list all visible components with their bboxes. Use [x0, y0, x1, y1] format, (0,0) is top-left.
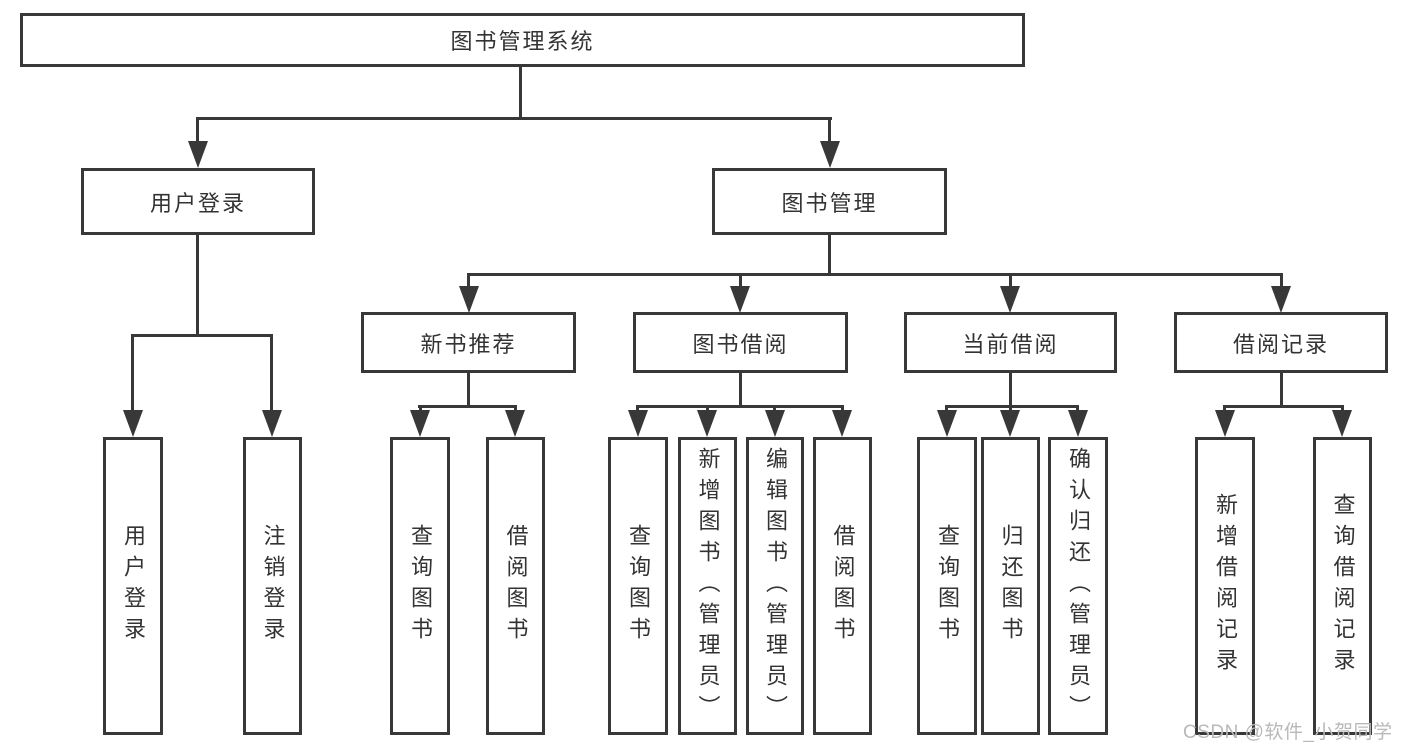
node-current-borrow: 当前借阅: [904, 312, 1117, 373]
arrow-down-icon: [1000, 410, 1020, 437]
connector-new-book-stem: [467, 373, 470, 408]
leaf-borrow-add-books-admin: 新增图书（管理员）: [678, 437, 737, 735]
node-new-book-recommend: 新书推荐: [361, 312, 576, 373]
arrow-down-icon: [459, 286, 479, 313]
connector-drop-leaf: [773, 405, 776, 414]
leaf-newbook-borrow-books: 借阅图书: [486, 437, 545, 735]
connector-borrow-branch: [636, 405, 843, 408]
connector-drop-leaf: [1223, 405, 1226, 414]
leaf-user-login: 用户登录: [103, 437, 163, 735]
connector-drop-current: [1009, 273, 1012, 290]
watermark: CSDN @软件_小贺同学: [1183, 722, 1393, 743]
connector-current-branch: [945, 405, 1079, 408]
connector-current-stem: [1009, 373, 1012, 408]
arrow-down-icon: [1000, 286, 1020, 313]
arrow-down-icon: [262, 410, 282, 437]
connector-drop-borrow: [739, 273, 742, 290]
leaf-borrow-borrow-books: 借阅图书: [813, 437, 872, 735]
connector-book-management-stem: [828, 235, 831, 276]
leaf-current-confirm-return-admin: 确认归还（管理员）: [1048, 437, 1108, 735]
connector-drop-leaf: [945, 405, 948, 414]
connector-drop-leaf: [1009, 405, 1012, 414]
connector-drop-leaf: [419, 405, 422, 414]
leaf-current-query-books: 查询图书: [917, 437, 977, 735]
connector-records-stem: [1280, 373, 1283, 408]
arrow-down-icon: [832, 410, 852, 437]
connector-borrow-stem: [739, 373, 742, 408]
connector-drop-leaf: [1076, 405, 1079, 414]
arrow-down-icon: [628, 410, 648, 437]
leaf-current-confirm-return-admin-label: 确认归还（管理员）: [1066, 446, 1091, 726]
arrow-down-icon: [937, 410, 957, 437]
arrow-down-icon: [820, 141, 840, 168]
leaf-newbook-query-books-label: 查询图书: [408, 524, 433, 648]
connector-drop-user-login: [196, 117, 199, 144]
node-book-management: 图书管理: [712, 168, 947, 235]
arrow-down-icon: [697, 410, 717, 437]
leaf-newbook-query-books: 查询图书: [390, 437, 450, 735]
connector-level2-branch: [196, 117, 832, 120]
node-book-borrow-label: 图书借阅: [692, 331, 789, 357]
node-current-borrow-label: 当前借阅: [962, 331, 1059, 357]
connector-new-book-branch: [418, 405, 516, 408]
leaf-logout: 注销登录: [243, 437, 302, 735]
node-user-login-label: 用户登录: [149, 190, 246, 216]
connector-drop-leaf: [131, 334, 134, 414]
connector-drop-leaf: [841, 405, 844, 414]
leaf-borrow-edit-books-admin-label: 编辑图书（管理员）: [763, 446, 788, 726]
arrow-down-icon: [1332, 410, 1352, 437]
arrow-down-icon: [410, 410, 430, 437]
connector-drop-leaf: [270, 334, 273, 414]
leaf-borrow-add-books-admin-label: 新增图书（管理员）: [695, 446, 721, 726]
arrow-down-icon: [765, 410, 785, 437]
leaf-current-query-books-label: 查询图书: [935, 524, 960, 648]
leaf-records-add-record: 新增借阅记录: [1195, 437, 1255, 735]
connector-drop-leaf: [636, 405, 639, 414]
arrow-down-icon: [730, 286, 750, 313]
node-book-management-label: 图书管理: [781, 190, 878, 216]
leaf-current-return-books: 归还图书: [981, 437, 1040, 735]
node-user-login: 用户登录: [81, 168, 315, 235]
connector-drop-leaf: [706, 405, 709, 414]
arrow-down-icon: [1068, 410, 1088, 437]
leaf-logout-label: 注销登录: [260, 524, 286, 648]
leaf-borrow-query-books-label: 查询图书: [626, 524, 651, 648]
connector-user-login-stem: [196, 235, 199, 337]
connector-drop-leaf: [514, 405, 517, 414]
connector-drop-leaf: [1341, 405, 1344, 414]
leaf-user-login-label: 用户登录: [121, 524, 146, 648]
node-library-system-label: 图书管理系统: [450, 29, 595, 54]
leaf-records-query-record-label: 查询借阅记录: [1330, 493, 1356, 679]
leaf-borrow-borrow-books-label: 借阅图书: [830, 524, 856, 648]
arrow-down-icon: [123, 410, 143, 437]
connector-root-stem: [519, 67, 522, 120]
arrow-down-icon: [188, 141, 208, 168]
connector-user-login-branch: [131, 334, 273, 337]
leaf-borrow-query-books: 查询图书: [608, 437, 668, 735]
connector-drop-new-book: [467, 273, 470, 290]
arrow-down-icon: [1271, 286, 1291, 313]
node-book-borrow: 图书借阅: [633, 312, 848, 373]
connector-records-branch: [1223, 405, 1343, 408]
leaf-records-query-record: 查询借阅记录: [1313, 437, 1372, 735]
connector-drop-records: [1280, 273, 1283, 290]
node-borrow-records: 借阅记录: [1174, 312, 1388, 373]
arrow-down-icon: [505, 410, 525, 437]
node-library-system: 图书管理系统: [20, 13, 1025, 67]
arrow-down-icon: [1215, 410, 1235, 437]
leaf-newbook-borrow-books-label: 借阅图书: [503, 524, 529, 648]
connector-level3-branch: [467, 273, 1283, 276]
leaf-borrow-edit-books-admin: 编辑图书（管理员）: [746, 437, 804, 735]
connector-drop-book-management: [828, 117, 831, 144]
leaf-records-add-record-label: 新增借阅记录: [1213, 493, 1238, 679]
node-borrow-records-label: 借阅记录: [1232, 331, 1329, 357]
leaf-current-return-books-label: 归还图书: [998, 524, 1024, 648]
node-new-book-recommend-label: 新书推荐: [420, 331, 517, 357]
